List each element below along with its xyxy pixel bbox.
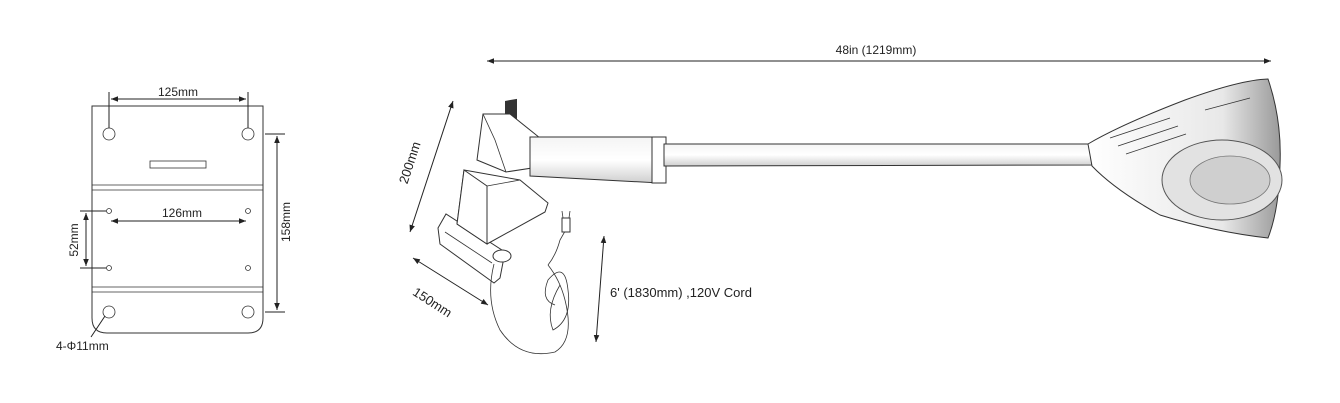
plate-height-label: 158mm (279, 202, 293, 242)
length-label: 48in (1219mm) (836, 43, 917, 57)
inner-width-label: 126mm (162, 206, 202, 220)
inner-height-label: 52mm (67, 223, 81, 256)
plate-width-label: 125mm (158, 85, 198, 99)
hole-spec-label: 4-Φ11mm (56, 339, 109, 353)
base-depth-label: 150mm (410, 284, 455, 320)
cord-label: 6' (1830mm) ,120V Cord (610, 285, 752, 300)
light-fixture (437, 78, 1283, 355)
arm-height-label: 200mm (396, 140, 424, 186)
